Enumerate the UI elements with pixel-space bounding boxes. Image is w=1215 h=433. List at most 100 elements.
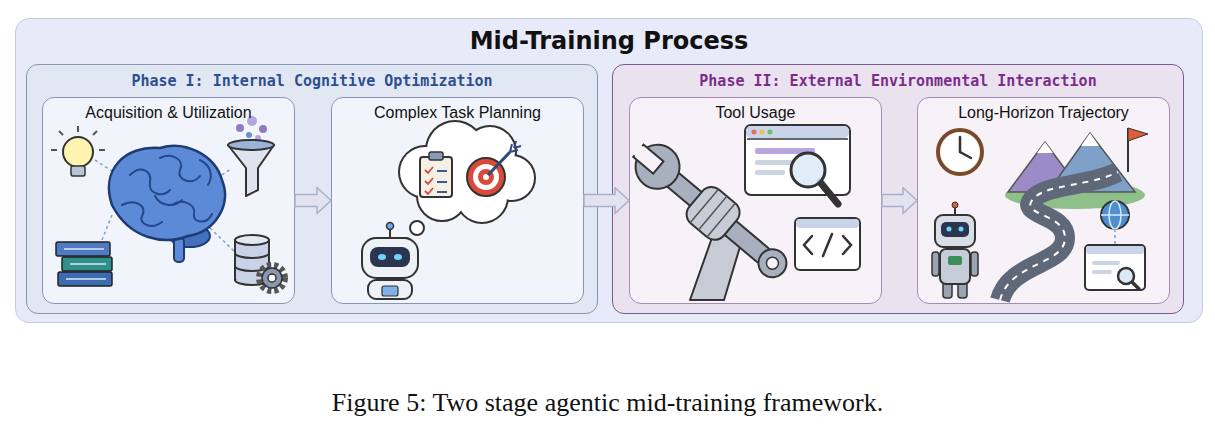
browser-window-icon-part (760, 130, 765, 135)
walking-robot-figure-part (952, 202, 958, 208)
walking-robot-figure-part (947, 227, 952, 232)
walking-robot-figure-part (959, 227, 964, 232)
link-dots-part (100, 215, 112, 245)
walking-robot-figure-part (932, 252, 939, 276)
mountains-icon-part (1081, 133, 1099, 146)
database-icon-part (259, 265, 285, 291)
brain-icon-part-part (200, 160, 211, 185)
wrench-hand-icon-part-part (764, 255, 781, 272)
database-icon-part (268, 274, 276, 282)
browser-window-icon-part (752, 130, 757, 135)
robot-figure (362, 223, 418, 300)
browser-window-icon-part (747, 138, 848, 140)
code-window-icon (795, 218, 860, 270)
search-window-icon-part (1092, 270, 1112, 274)
clipboard-icon-part (429, 152, 443, 160)
globe-icon-part (1101, 214, 1129, 216)
books-icon-part (58, 272, 112, 286)
wrench-hand-icon-part-part (633, 145, 645, 158)
database-icon-part (262, 268, 282, 288)
books-icon-part (62, 257, 112, 271)
funnel-icon-part (236, 124, 244, 132)
search-window-icon-part (1092, 261, 1120, 265)
lightbulb-icon-part (93, 131, 97, 135)
wrench-hand-icon-part-part (753, 243, 792, 282)
robot-figure-part (370, 247, 410, 267)
globe-icon-part (1114, 229, 1116, 245)
robot-figure-part (378, 254, 386, 260)
wrench-hand-icon-part-part (682, 182, 745, 245)
funnel-icon-part (228, 140, 274, 150)
lightbulb-icon-part (77, 126, 79, 132)
books-icon-part (56, 242, 110, 256)
clipboard-icon-part (425, 167, 433, 194)
stage-title: Long-Horizon Trajectory (958, 104, 1129, 122)
clipboard-icon (420, 152, 452, 197)
globe-icon (1101, 201, 1129, 245)
wrench-hand-icon-part-part (627, 136, 689, 198)
search-window-icon (1085, 245, 1145, 290)
brain-icon (109, 146, 225, 262)
stage-title: Tool Usage (715, 104, 795, 122)
browser-window-icon (745, 125, 850, 204)
phase-heading: Phase II: External Environmental Interac… (699, 72, 1096, 90)
target-icon (467, 141, 521, 196)
target-icon-part (488, 152, 510, 175)
brain-icon-part-part (155, 196, 182, 205)
books-icon-part (64, 248, 104, 250)
database-icon (235, 235, 285, 291)
robot-figure-part (368, 280, 412, 299)
clipboard-icon-part (420, 157, 452, 197)
lightbulb-icon-part (99, 149, 105, 151)
code-window-icon-part (823, 234, 832, 256)
stage-title: Acquisition & Utilization (85, 104, 251, 122)
clock-icon-part (960, 152, 971, 158)
lightbulb-icon-part (51, 149, 57, 151)
code-window-icon-part (795, 218, 860, 270)
clock-icon (938, 130, 982, 174)
brain-icon-part-part (130, 170, 170, 195)
browser-window-icon-part (755, 160, 795, 165)
link-dots-part (222, 168, 232, 175)
mountains-icon-part (1037, 142, 1053, 153)
code-window-icon-part (843, 236, 851, 254)
wrench-hand-icon-part-part (633, 145, 663, 174)
lightbulb-icon (51, 126, 105, 176)
search-window-icon-part (1085, 245, 1145, 290)
lightbulb-icon-part (59, 131, 63, 135)
flow-arrow (584, 188, 629, 214)
clock-icon-part (959, 137, 962, 152)
funnel-icon-part (246, 132, 252, 138)
target-icon-part (510, 141, 521, 152)
books-icon-part (66, 278, 106, 280)
figure-caption: Figure 5: Two stage agentic mid-training… (0, 388, 1215, 418)
lightbulb-icon-part (63, 137, 93, 167)
robot-figure-part (387, 223, 394, 230)
walking-robot-figure-part (948, 256, 962, 265)
phase-heading: Phase I: Internal Cognitive Optimization (131, 72, 492, 90)
robot-figure-part (382, 286, 398, 296)
walking-robot-figure-part (941, 222, 969, 237)
diagram-heading: Mid-Training Process (470, 27, 749, 55)
funnel-icon-part (259, 125, 267, 133)
flow-arrow (295, 188, 331, 214)
robot-figure-part (394, 254, 402, 260)
brain-icon-part (109, 146, 225, 240)
browser-window-icon-part (820, 182, 838, 204)
robot-figure-part (362, 238, 418, 278)
database-icon-part (235, 253, 269, 258)
link-dots-part (210, 228, 235, 252)
clipboard-icon-part (437, 171, 447, 192)
thought-cloud-part (400, 122, 534, 222)
walking-robot-figure-part (940, 249, 970, 284)
books-icon-part (70, 263, 106, 265)
funnel-icon-part (247, 116, 257, 126)
thought-cloud (400, 122, 534, 246)
browser-window-icon-part (755, 170, 785, 175)
thought-cloud-part (410, 221, 424, 235)
flow-arrow (882, 188, 917, 214)
brain-icon-part-part (122, 202, 162, 225)
browser-window-icon-part (746, 126, 849, 138)
